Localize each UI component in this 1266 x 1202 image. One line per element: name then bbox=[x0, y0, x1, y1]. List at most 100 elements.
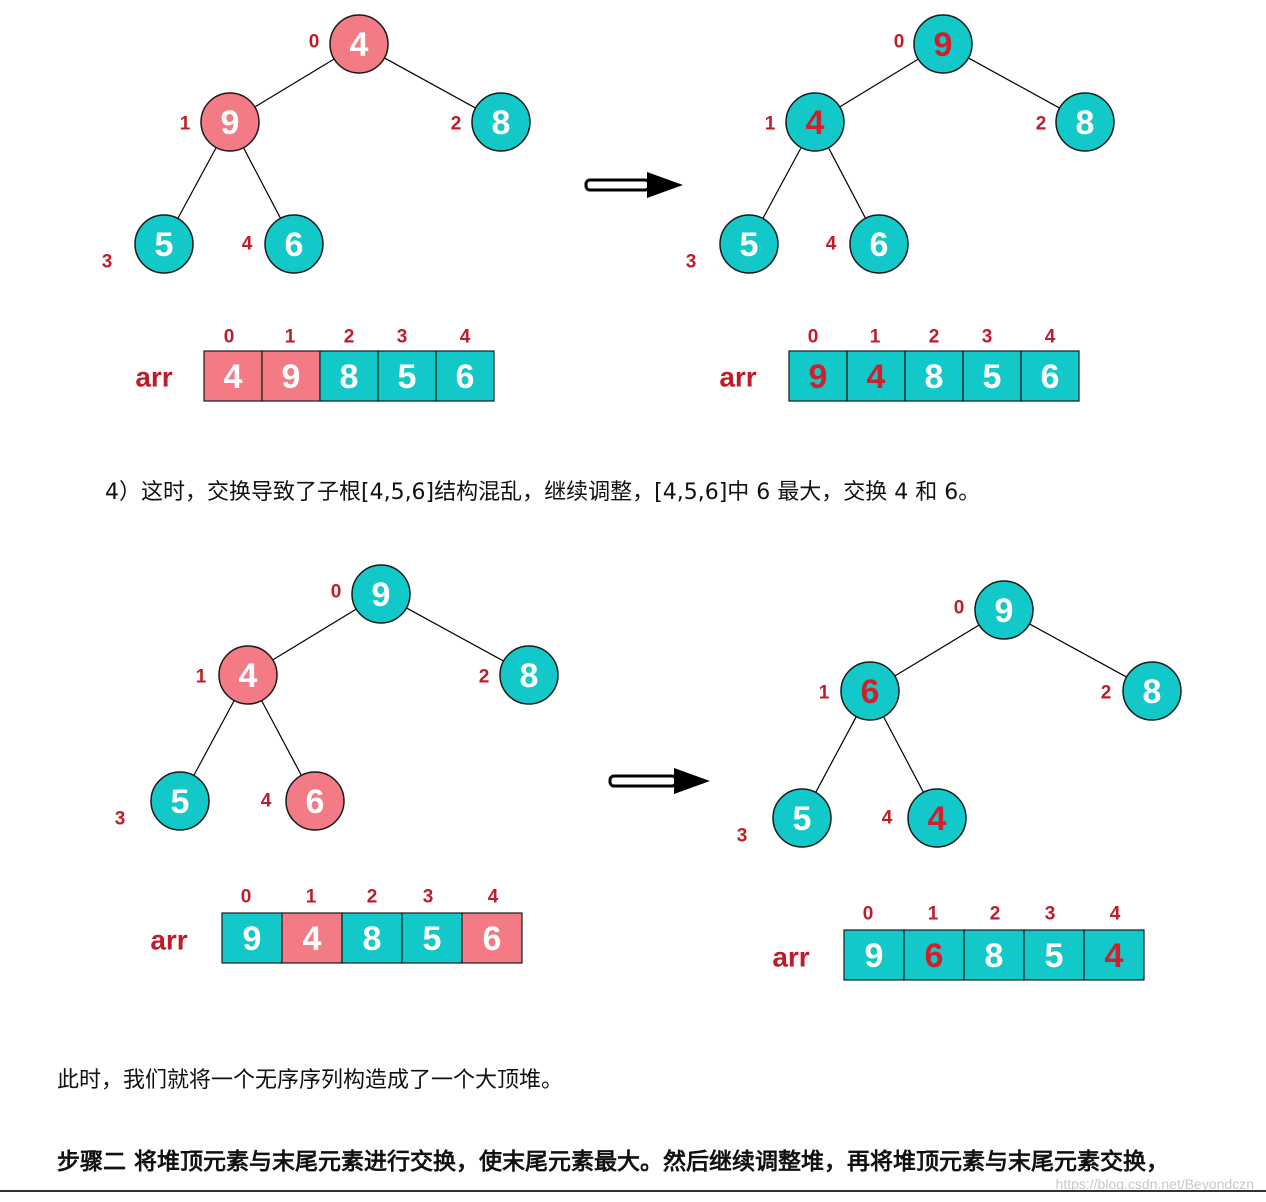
arrow-bottom bbox=[608, 768, 710, 794]
array-cell-value: 8 bbox=[363, 920, 382, 958]
tree-node-value: 6 bbox=[306, 783, 325, 821]
summary-text: 此时，我们就将一个无序序列构造成了一个大顶堆。 bbox=[57, 1068, 564, 1093]
array-cell-value: 4 bbox=[867, 358, 886, 396]
array-index: 2 bbox=[929, 327, 940, 348]
array-cell-value: 6 bbox=[483, 920, 502, 958]
array-index: 3 bbox=[397, 327, 408, 348]
array-cell-value: 9 bbox=[865, 937, 884, 975]
array-cell bbox=[963, 929, 1025, 981]
tree-node-index: 3 bbox=[686, 252, 697, 273]
tree-node-index: 0 bbox=[309, 32, 320, 53]
tree-node bbox=[785, 92, 845, 152]
array-index: 1 bbox=[870, 327, 881, 348]
array-cell-value: 9 bbox=[809, 358, 828, 396]
tree-node-index: 4 bbox=[242, 234, 253, 255]
tree-node-value: 5 bbox=[155, 226, 174, 264]
tree-node-index: 0 bbox=[954, 598, 965, 619]
array-index: 0 bbox=[808, 327, 819, 348]
array-cell-value: 5 bbox=[1045, 937, 1064, 975]
array-cell bbox=[1083, 929, 1145, 981]
array-cell-value: 6 bbox=[456, 358, 475, 396]
array-index: 4 bbox=[1045, 327, 1056, 348]
array-index: 4 bbox=[488, 887, 499, 908]
tree-node bbox=[150, 771, 210, 831]
array-cell-value: 4 bbox=[1105, 937, 1124, 975]
array-cell-value: 8 bbox=[985, 937, 1004, 975]
array-index: 3 bbox=[423, 887, 434, 908]
array-cell bbox=[843, 929, 905, 981]
array-cell bbox=[401, 912, 463, 964]
tree-node-value: 4 bbox=[239, 657, 258, 695]
tree-node bbox=[200, 92, 260, 152]
tree-node-value: 5 bbox=[793, 800, 812, 838]
tree-node-value: 8 bbox=[1143, 673, 1162, 711]
array-cell bbox=[1023, 929, 1085, 981]
tree-node-value: 8 bbox=[520, 657, 539, 695]
tree-node-index: 3 bbox=[737, 826, 748, 847]
tree-edge bbox=[406, 607, 504, 662]
tree-node-index: 3 bbox=[102, 252, 113, 273]
array-index: 2 bbox=[367, 887, 378, 908]
array-cell bbox=[203, 350, 263, 402]
tree-node bbox=[840, 661, 900, 721]
tree-node-index: 1 bbox=[196, 667, 207, 688]
tree-node-value: 4 bbox=[350, 26, 369, 64]
arrow-shaft bbox=[584, 178, 651, 192]
tree-node bbox=[351, 564, 411, 624]
tree-node-value: 4 bbox=[928, 800, 947, 838]
array-cell-value: 6 bbox=[925, 937, 944, 975]
tree-edge bbox=[762, 147, 802, 219]
tree-node-value: 9 bbox=[934, 26, 953, 64]
array-cell-value: 5 bbox=[423, 920, 442, 958]
tree-edge bbox=[883, 716, 924, 793]
tree-edge bbox=[968, 57, 1060, 109]
array-cell bbox=[377, 350, 437, 402]
tree-edge bbox=[894, 624, 980, 677]
array-index: 3 bbox=[1045, 904, 1056, 925]
tree-node bbox=[218, 645, 278, 705]
tree-node-value: 5 bbox=[740, 226, 759, 264]
array-cell bbox=[435, 350, 495, 402]
watermark: https://blog.csdn.net/Beyondczn bbox=[1055, 1176, 1254, 1192]
array-cell-value: 9 bbox=[243, 920, 262, 958]
step4-description: 4）这时，交换导致了子根[4,5,6]结构混乱，继续调整，[4,5,6]中 6 … bbox=[105, 480, 981, 505]
tree-node bbox=[1122, 661, 1182, 721]
tree-node bbox=[471, 92, 531, 152]
array-cell bbox=[319, 350, 379, 402]
array-cell-value: 4 bbox=[224, 358, 243, 396]
tree-node bbox=[849, 214, 909, 274]
tree-node bbox=[974, 580, 1034, 640]
tree-node bbox=[772, 788, 832, 848]
array-label: arr bbox=[150, 925, 187, 956]
step2-heading: 步骤二 将堆顶元素与末尾元素进行交换，使末尾元素最大。然后继续调整堆，再将堆顶元… bbox=[57, 1149, 1170, 1175]
tree-node-index: 2 bbox=[1101, 683, 1112, 704]
tree-node-index: 1 bbox=[180, 114, 191, 135]
tree-node-index: 0 bbox=[331, 582, 342, 603]
tree-node-index: 2 bbox=[1036, 114, 1047, 135]
array-cell bbox=[281, 912, 343, 964]
tree-node-value: 9 bbox=[995, 592, 1014, 630]
array-index: 0 bbox=[863, 904, 874, 925]
array-index: 1 bbox=[306, 887, 317, 908]
array-index: 1 bbox=[285, 327, 296, 348]
array-index: 1 bbox=[928, 904, 939, 925]
tree-node-value: 6 bbox=[870, 226, 889, 264]
tree-node bbox=[285, 771, 345, 831]
tree-edge bbox=[254, 58, 335, 108]
array-cell bbox=[461, 912, 523, 964]
array-index: 0 bbox=[224, 327, 235, 348]
tree-edge bbox=[384, 57, 476, 109]
tree-node-value: 6 bbox=[861, 673, 880, 711]
array-cell bbox=[846, 350, 906, 402]
array-index: 0 bbox=[241, 887, 252, 908]
tree-node-value: 8 bbox=[492, 104, 511, 142]
tree-node-value: 9 bbox=[221, 104, 240, 142]
arrow-shaft bbox=[608, 774, 678, 788]
array-cell bbox=[904, 350, 964, 402]
tree-node-index: 3 bbox=[115, 809, 126, 830]
tree-node bbox=[264, 214, 324, 274]
array-cell bbox=[788, 350, 848, 402]
